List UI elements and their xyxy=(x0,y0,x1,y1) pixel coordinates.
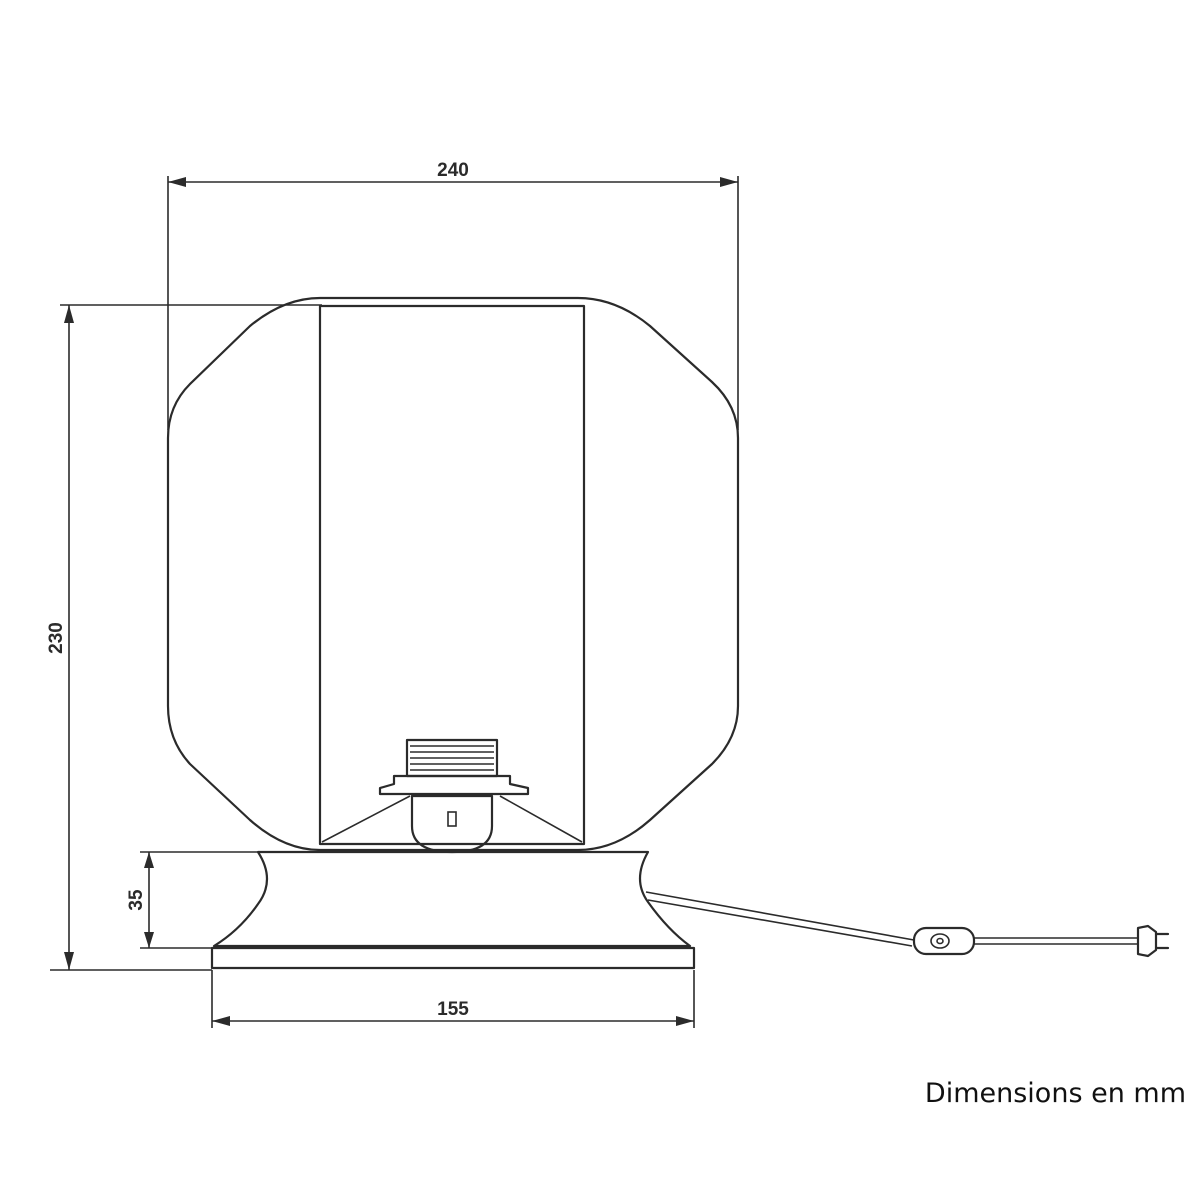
dimension-width-top-label: 240 xyxy=(437,160,469,181)
lamp-base-collar xyxy=(212,850,692,948)
power-cable xyxy=(645,891,915,947)
inline-switch-icon xyxy=(912,926,976,956)
lamp-base-plate xyxy=(210,946,696,970)
lamp-shade-outline xyxy=(166,296,740,852)
dimension-base-width: 155 xyxy=(211,970,695,1028)
dimension-height-total: 230 xyxy=(46,304,322,971)
inner-shade-frame xyxy=(318,304,586,846)
dimension-height-total-label: 230 xyxy=(46,622,67,654)
frame-left-brace xyxy=(321,795,411,843)
plug-icon xyxy=(1136,924,1170,958)
frame-right-brace xyxy=(499,795,583,843)
dimension-base-width-label: 155 xyxy=(437,999,469,1020)
bulb-socket xyxy=(378,738,530,854)
units-caption: Dimensions en mm xyxy=(924,1078,1186,1109)
power-cable-end xyxy=(974,937,1138,945)
dimension-base-height: 35 xyxy=(126,851,258,949)
dimension-base-height-label: 35 xyxy=(126,889,147,911)
dimension-width-top: 240 xyxy=(167,160,739,430)
